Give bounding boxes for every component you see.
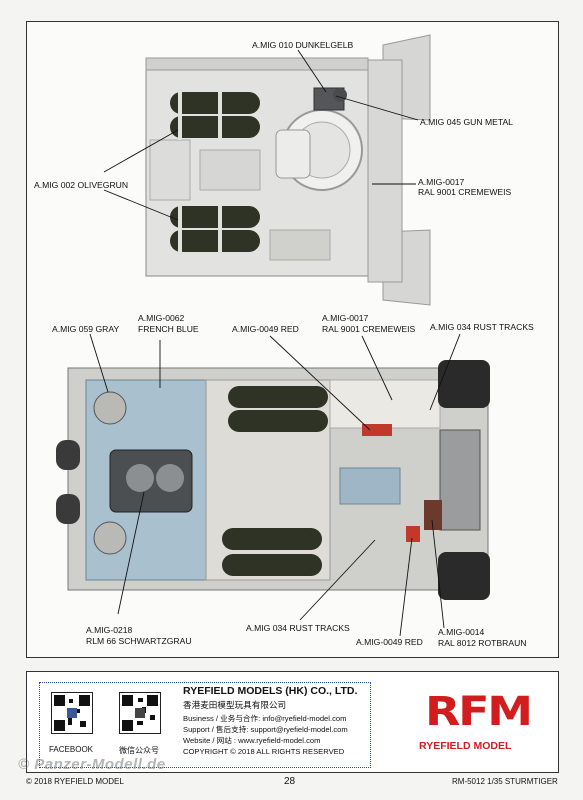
label-french-blue-name: FRENCH BLUE (138, 324, 199, 334)
label-dunkelgelb: A.MIG 010 DUNKELGELB (252, 40, 354, 50)
label-olivegrun: A.MIG 002 OLIVEGRUN (34, 180, 129, 190)
rfm-logo-mark: RFM (425, 689, 533, 735)
page-number: 28 (284, 776, 296, 787)
label-red-top: A.MIG-0049 RED (232, 324, 299, 334)
label-red-bottom: A.MIG-0049 RED (356, 637, 423, 647)
label-rust-top: A.MIG 034 RUST TRACKS (430, 322, 534, 332)
page-copyright: © 2018 RYEFIELD MODEL (26, 777, 124, 786)
support-email[interactable]: Support / 售后支持: support@ryefield-model.c… (183, 725, 348, 734)
wechat-caption: 微信公众号 (119, 746, 159, 755)
label-cremeweis-top-name: RAL 9001 CREMEWEIS (418, 187, 512, 197)
label-cremeweis-top-code: A.MIG-0017 (418, 177, 465, 187)
label-gray: A.MIG 059 GRAY (52, 324, 120, 334)
company-footer: FACEBOOK 微信公众号 RYEFIELD MODELS (HK) CO.,… (26, 671, 559, 773)
label-french-blue-code: A.MIG-0062 (138, 313, 185, 323)
hull-view-illustration (56, 360, 490, 600)
wechat-qr-code[interactable] (119, 692, 161, 734)
copyright-notice: COPYRIGHT © 2018 ALL RIGHTS RESERVED (183, 747, 345, 756)
facebook-caption: FACEBOOK (48, 745, 93, 754)
label-rotbraun-code: A.MIG-0014 (438, 627, 485, 637)
facebook-qr-code[interactable] (51, 692, 93, 734)
watermark: © Panzer-Modell.de (18, 756, 166, 773)
company-name-cn: 香港麦田模型玩具有限公司 (183, 700, 287, 710)
company-name: RYEFIELD MODELS (HK) CO., LTD. (183, 685, 358, 697)
label-cremeweis-hull-code: A.MIG-0017 (322, 313, 369, 323)
label-rotbraun-name: RAL 8012 ROTBRAUN (438, 638, 527, 648)
product-code: RM-5012 1/35 STURMTIGER (452, 777, 558, 786)
label-cremeweis-hull-name: RAL 9001 CREMEWEIS (322, 324, 416, 334)
website-link[interactable]: Website / 网站 : www.ryefield-model.com (183, 736, 321, 745)
label-gun-metal: A.MIG 045 GUN METAL (420, 117, 513, 127)
business-email[interactable]: Business / 业务与合作: info@ryefield-model.co… (183, 714, 347, 723)
ryefield-logo: RFM RYEFIELD MODEL (417, 686, 547, 764)
rfm-logo-text: RYEFIELD MODEL (419, 740, 512, 752)
top-view-illustration (145, 34, 431, 306)
label-schwartzgrau-code: A.MIG-0218 (86, 625, 133, 635)
label-rust-bottom: A.MIG 034 RUST TRACKS (246, 623, 350, 633)
label-schwartzgrau-name: RLM 66 SCHWARTZGRAU (86, 636, 192, 646)
contact-box (39, 682, 371, 768)
